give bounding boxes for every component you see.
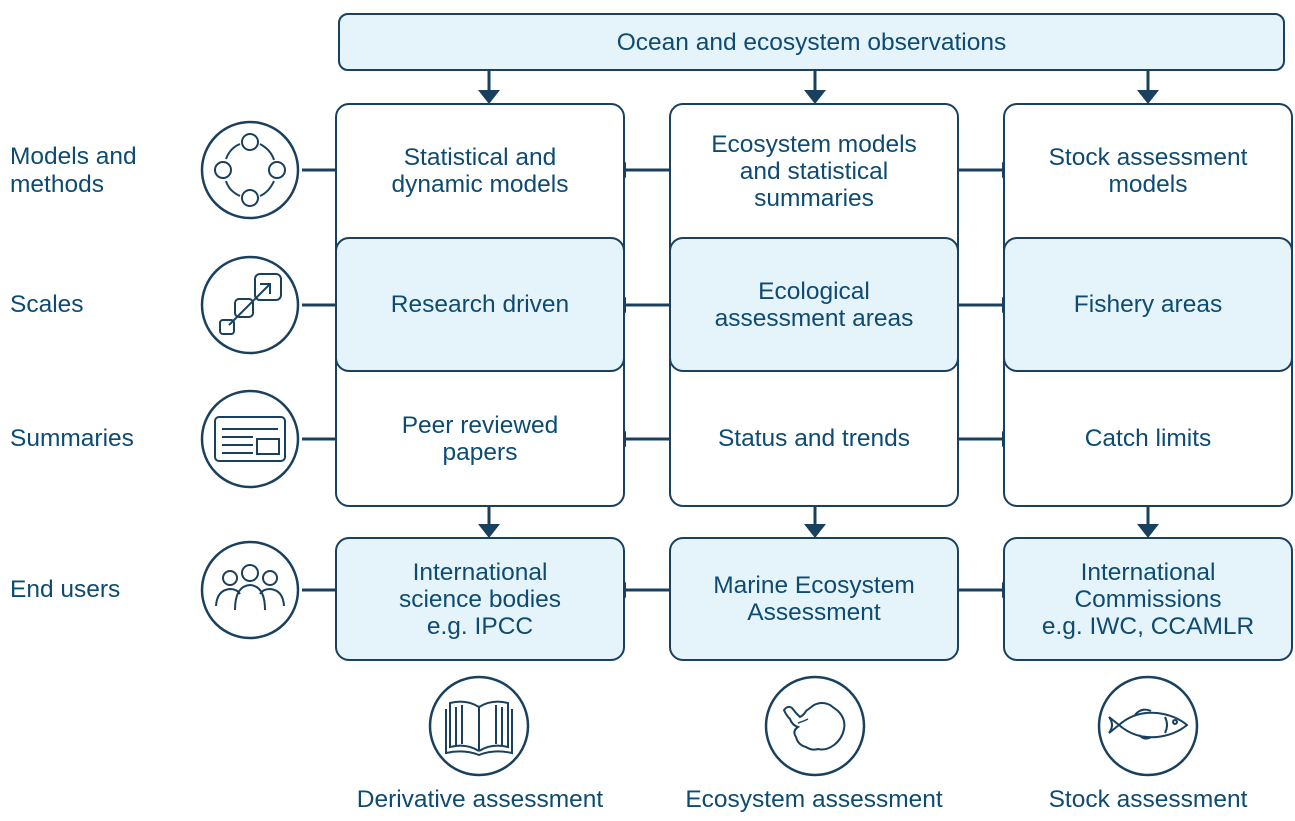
- cycle-icon: [200, 120, 300, 220]
- lower-arrows: [478, 506, 1159, 538]
- col1-scales-cell: Research driven: [335, 237, 625, 372]
- observations-banner: Ocean and ecosystem observations: [338, 13, 1285, 71]
- row-label-models-line1: Models and: [10, 143, 137, 170]
- col2-models-line1: Ecosystem models: [711, 130, 917, 158]
- open-book-icon: [428, 675, 530, 777]
- col2-scales-line2: assessment areas: [714, 304, 914, 332]
- observations-label: Ocean and ecosystem observations: [616, 28, 1007, 56]
- col3-users-line2: Commissions: [1074, 585, 1222, 613]
- col3-users-line1: International: [1080, 558, 1216, 586]
- col2-users-line2: Assessment: [747, 599, 881, 626]
- col1-scales-label: Research driven: [390, 291, 570, 318]
- col3-scales-label: Fishery areas: [1073, 291, 1223, 318]
- col1-models-line1: Statistical and: [403, 144, 557, 171]
- col2-summaries-cell: Status and trends: [669, 372, 959, 505]
- col1-users-line1: International: [412, 558, 548, 586]
- col3-models-line2: models: [1108, 171, 1188, 198]
- people-group-icon: [200, 540, 300, 640]
- col2-users-line1: Marine Ecosystem: [713, 572, 915, 599]
- col2-summaries-label: Status and trends: [717, 425, 911, 452]
- col3-scales-cell: Fishery areas: [1003, 237, 1293, 372]
- row-label-scales: Scales: [10, 291, 84, 318]
- col2-models-line2: and statistical: [739, 157, 889, 185]
- antarctica-icon: [764, 675, 866, 777]
- col3-models-line1: Stock assessment: [1048, 144, 1248, 171]
- footer-ecosystem-assessment: Ecosystem assessment: [685, 786, 943, 813]
- col3-summaries-label: Catch limits: [1084, 425, 1212, 452]
- column-3-scales-band: [1003, 237, 1293, 372]
- row-connectors: [302, 168, 336, 592]
- row-label-end-users: End users: [10, 576, 121, 603]
- column-1-scales-band: [335, 237, 625, 372]
- col1-users-line3: e.g. IPCC: [426, 612, 534, 640]
- col1-models-line2: dynamic models: [391, 171, 569, 198]
- document-card-icon: [200, 389, 300, 489]
- col1-summaries-line1: Peer reviewed: [401, 411, 559, 439]
- top-arrows: [478, 70, 1159, 104]
- col3-summaries-cell: Catch limits: [1003, 372, 1293, 505]
- row-label-models-line2: methods: [10, 171, 104, 198]
- row-label-summaries: Summaries: [10, 425, 134, 452]
- col2-scales-line1: Ecological: [758, 277, 870, 305]
- col1-summaries-line2: papers: [442, 438, 518, 466]
- row-label-models: Models and methods: [10, 143, 137, 199]
- scale-expand-icon: [200, 255, 300, 355]
- footer-stock-assessment: Stock assessment: [1048, 786, 1248, 813]
- col3-users-line3: e.g. IWC, CCAMLR: [1041, 612, 1255, 640]
- column-2-scales-band: [669, 237, 959, 372]
- footer-derivative-assessment: Derivative assessment: [356, 786, 604, 813]
- col2-models-line3: summaries: [754, 184, 874, 212]
- fish-icon: [1097, 675, 1199, 777]
- col1-users-line2: science bodies: [398, 585, 562, 613]
